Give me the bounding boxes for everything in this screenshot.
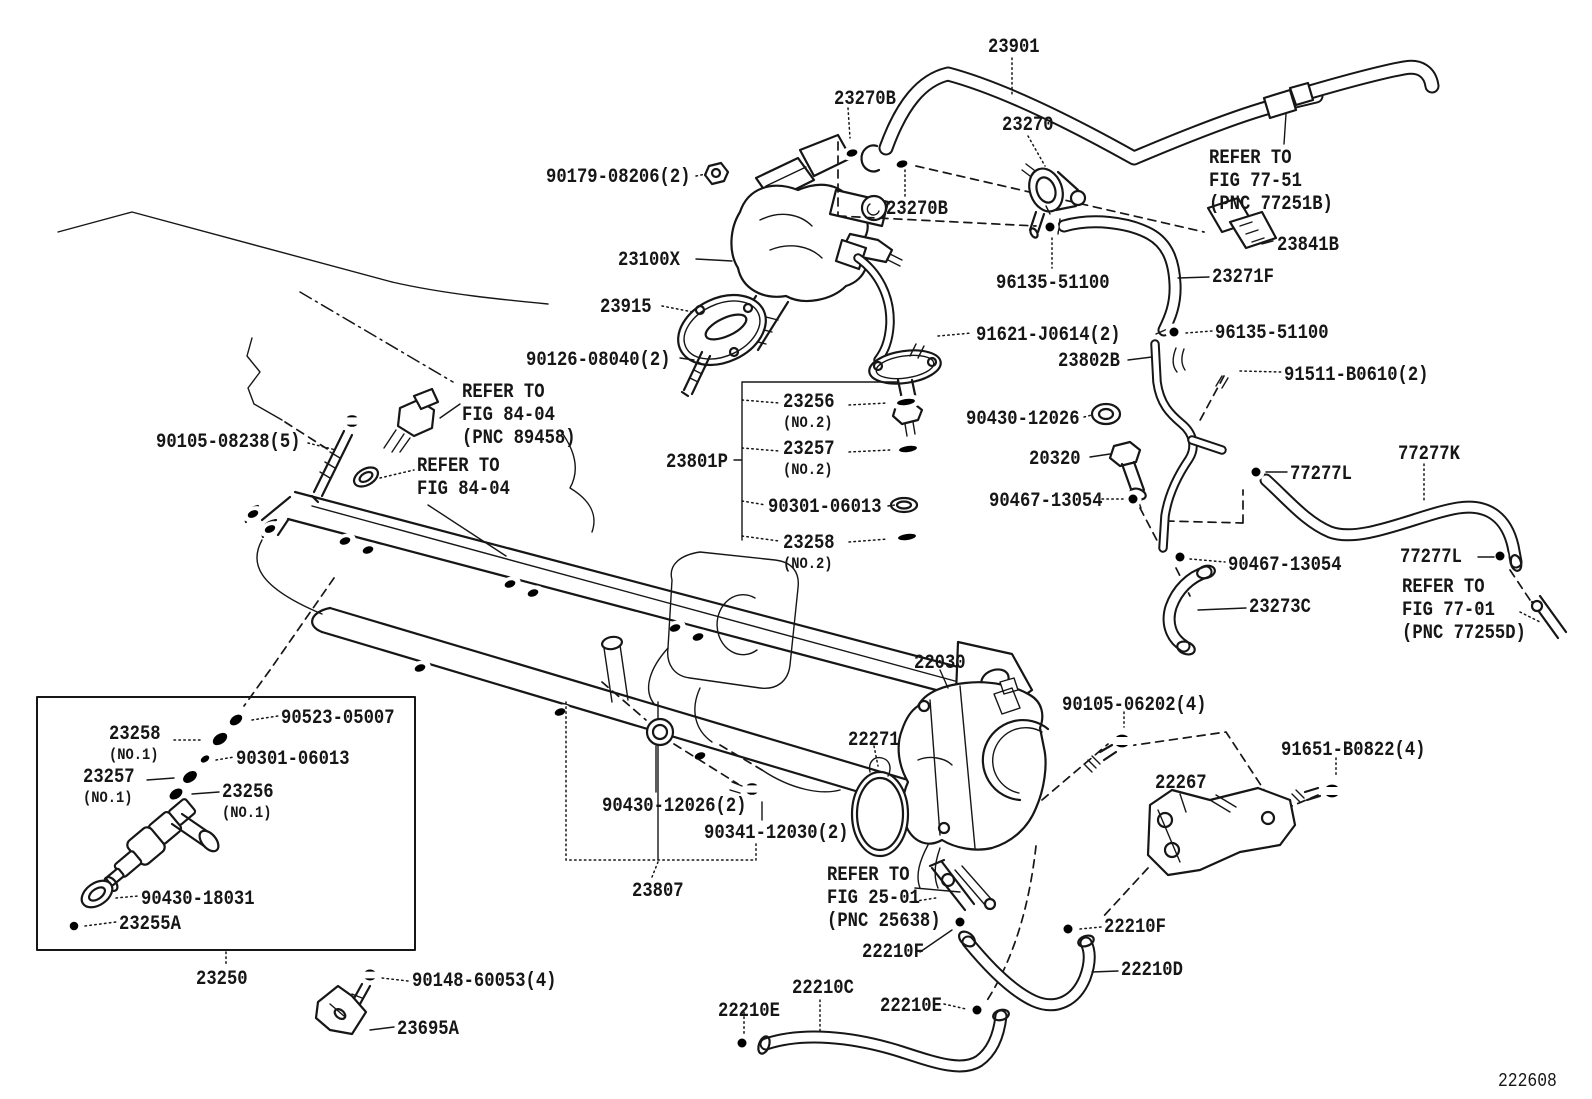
part-label-90301-06013-b: 90301-06013: [768, 496, 882, 519]
hose-23901-and-regulator: [837, 59, 1440, 239]
part-label-23270B-a: 23270B: [834, 88, 896, 111]
left-hardware: [310, 387, 507, 557]
part-label-23801P: 23801P: [666, 451, 728, 474]
injector-box-23250: [36, 577, 416, 951]
part-label-23258-no1: 23258(NO.1): [109, 723, 161, 764]
part-label-23256-no2: 23256(NO.2): [783, 391, 835, 432]
part-label-20320: 20320: [1029, 448, 1081, 471]
part-label-22210C: 22210C: [792, 977, 854, 1000]
bracket-23695A: [314, 964, 381, 1036]
part-label-77277K: 77277K: [1398, 443, 1460, 466]
part-label-23841B: 23841B: [1277, 234, 1339, 257]
part-label-90467-13054-b: 90467-13054: [1228, 554, 1342, 577]
part-label-23273C: 23273C: [1249, 596, 1311, 619]
part-label-23257-no1: 23257(NO.1): [83, 766, 135, 807]
ref-note-fig-84-04-b: REFER TO FIG 84-04: [417, 455, 510, 501]
part-label-90105-08238: 90105-08238(5): [156, 431, 301, 454]
part-label-90430-18031: 90430-18031: [141, 888, 255, 911]
part-label-77277L-a: 77277L: [1290, 463, 1352, 486]
part-label-22030: 22030: [914, 652, 966, 675]
part-label-90430-12026-b: 90430-12026(2): [602, 795, 747, 818]
part-label-90301-06013-a: 90301-06013: [236, 748, 350, 771]
part-label-23270B-b: 23270B: [886, 198, 948, 221]
ref-note-fig-25-01: REFER TO FIG 25-01 (PNC 25638): [827, 864, 941, 933]
pump-assembly-23100X: [677, 133, 903, 398]
hose-23273C: [1162, 564, 1216, 656]
part-label-90467-13054-a: 90467-13054: [989, 490, 1103, 513]
center-seals-23807: [565, 681, 763, 878]
ref-note-fig-77-01: REFER TO FIG 77-01 (PNC 77255D): [1402, 576, 1526, 645]
part-label-23915: 23915: [600, 296, 652, 319]
part-label-90179-08206: 90179-08206(2): [546, 166, 691, 189]
part-label-23258-no2: 23258(NO.2): [783, 532, 835, 573]
part-label-23255A: 23255A: [119, 913, 181, 936]
part-label-23695A: 23695A: [397, 1018, 459, 1041]
banjo-pipe-and-flange: [853, 253, 942, 437]
part-label-77277L-b: 77277L: [1400, 546, 1462, 569]
part-label-22210E-b: 22210E: [880, 995, 942, 1018]
part-label-22210D: 22210D: [1121, 959, 1183, 982]
hose-77277K: [1246, 460, 1568, 640]
leader-lines: [84, 57, 1541, 1035]
throttle-body-22030: [850, 677, 1344, 1003]
part-label-90105-06202: 90105-06202(4): [1062, 694, 1207, 717]
part-label-22267: 22267: [1155, 772, 1207, 795]
part-label-90341-12030: 90341-12030(2): [704, 822, 849, 845]
part-label-23901: 23901: [988, 36, 1040, 59]
pipe-23802B: [1090, 320, 1244, 597]
bottom-hoses: [732, 858, 1096, 1073]
part-label-22210F-a: 22210F: [862, 941, 924, 964]
part-label-23100X: 23100X: [618, 249, 680, 272]
part-label-23270: 23270: [1002, 114, 1054, 137]
intake-manifold-outline: [559, 429, 841, 793]
part-label-90523-05007: 90523-05007: [281, 707, 395, 730]
part-label-22210F-b: 22210F: [1104, 916, 1166, 939]
ref-note-fig-84-04-a: REFER TO FIG 84-04 (PNC 89458): [462, 381, 576, 450]
part-label-96135-51100-b: 96135-51100: [1215, 322, 1329, 345]
part-label-23256-no1: 23256(NO.1): [222, 781, 274, 822]
part-label-23271F: 23271F: [1212, 266, 1274, 289]
part-label-22271: 22271: [848, 729, 900, 752]
part-label-90430-12026-a: 90430-12026: [966, 408, 1080, 431]
part-label-91511-B0610: 91511-B0610(2): [1284, 364, 1429, 387]
part-label-96135-51100-a: 96135-51100: [996, 272, 1110, 295]
hose-23271F: [1040, 205, 1182, 337]
part-label-90126-08040: 90126-08040(2): [526, 349, 671, 372]
drawing-number: 222608: [1498, 1070, 1557, 1092]
part-label-22210E-a: 22210E: [718, 1000, 780, 1023]
part-label-23250: 23250: [196, 968, 248, 991]
part-label-91651-B0822: 91651-B0822(4): [1281, 739, 1426, 762]
ref-note-fig-77-51: REFER TO FIG 77-51 (PNC 77251B): [1209, 147, 1333, 216]
part-label-23257-no2: 23257(NO.2): [783, 438, 835, 479]
part-label-91621-J0614: 91621-J0614(2): [976, 324, 1121, 347]
sensor-23841B: [1206, 196, 1278, 250]
part-label-90148-60053: 90148-60053(4): [412, 970, 557, 993]
part-label-23802B: 23802B: [1058, 350, 1120, 373]
23801P-bracket-and-seals: [733, 381, 925, 547]
part-label-23807: 23807: [632, 880, 684, 903]
